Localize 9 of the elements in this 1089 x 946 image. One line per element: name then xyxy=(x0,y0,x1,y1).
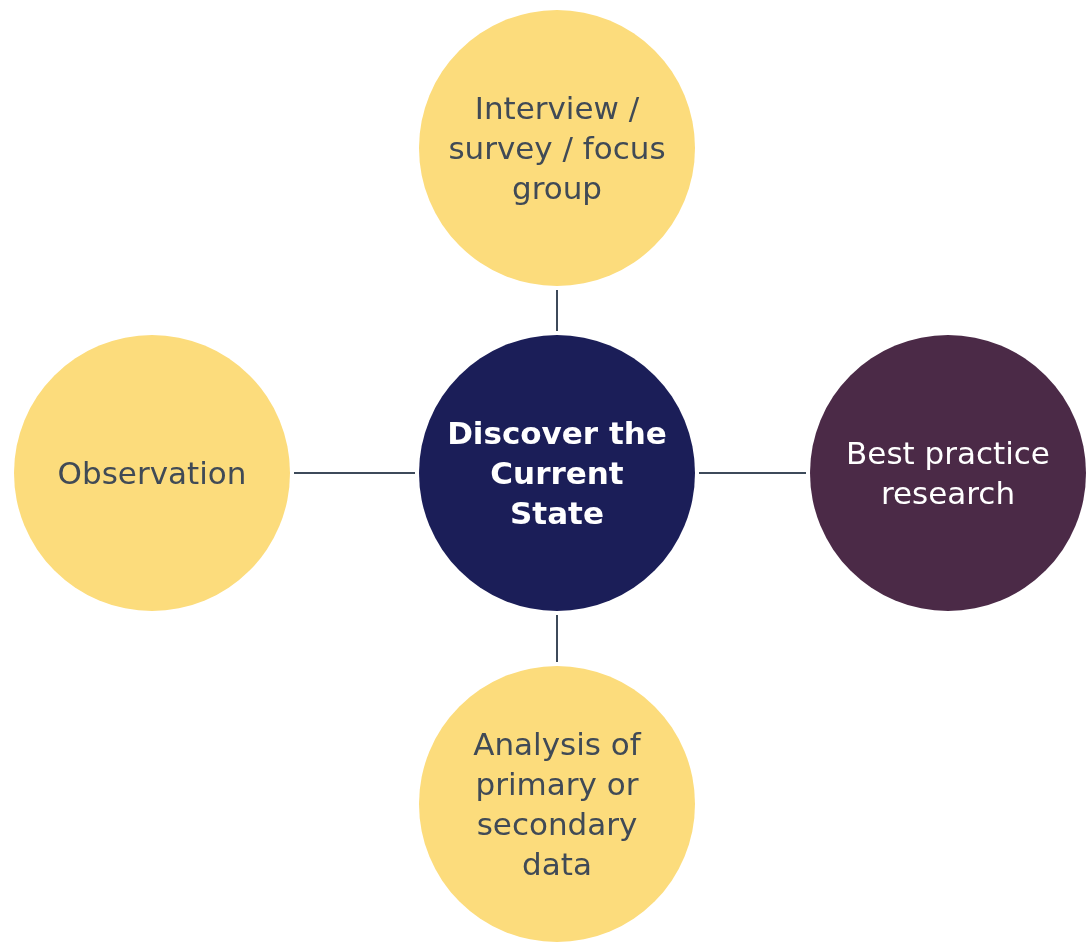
circle-label: Interview / survey / focus group xyxy=(447,89,667,208)
circle-label: Analysis of primary or secondary data xyxy=(472,725,643,884)
circle-label: Best practice research xyxy=(845,434,1051,513)
connector-line xyxy=(556,289,558,332)
connector-line xyxy=(698,472,807,474)
circle-label: Discover the Current State xyxy=(447,414,667,533)
circle-label: Observation xyxy=(57,454,247,493)
connector-line xyxy=(293,472,416,474)
connector-line xyxy=(556,614,558,663)
